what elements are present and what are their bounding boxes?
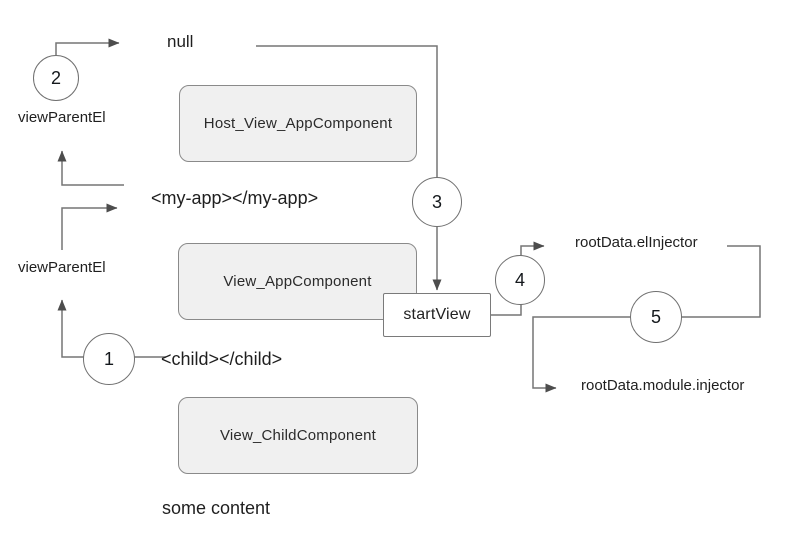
box-host-view-appcomponent-label: Host_View_AppComponent [203,115,393,132]
box-view-appcomponent-label: View_AppComponent [223,273,372,290]
step-circle-4: 4 [495,255,545,305]
step-circle-3-label: 3 [431,191,442,212]
label-null: null [167,32,194,51]
connector-step2-to-null [55,38,120,56]
connector-viewparentel-middle-to-myapp [61,203,118,250]
box-view-childcomponent-label: View_ChildComponent [219,427,377,444]
step-circle-1: 1 [83,333,135,385]
box-view-childcomponent: View_ChildComponent [178,397,418,474]
label-rootdata-module-injector: rootData.module.injector [581,377,745,394]
box-host-view-appcomponent: Host_View_AppComponent [179,85,417,162]
step-circle-2-label: 2 [50,67,61,88]
label-viewparentel-middle: viewParentEl [18,259,106,276]
box-view-appcomponent: View_AppComponent [178,243,417,320]
box-startview: startView [383,293,491,337]
step-circle-3: 3 [412,177,462,227]
step-circle-2: 2 [33,55,79,101]
label-rootdata-elinjector: rootData.elInjector [575,234,698,251]
label-viewparentel-top: viewParentEl [18,109,106,126]
step-circle-5: 5 [630,291,682,343]
label-some-content: some content [162,498,271,518]
step-circle-4-label: 4 [514,269,525,290]
label-my-app-tag: <my-app></my-app> [151,188,319,208]
step-circle-1-label: 1 [103,348,114,369]
label-child-tag: <child></child> [161,349,283,369]
connector-myapp-to-viewparentel-top [57,150,124,186]
step-circle-5-label: 5 [650,306,661,327]
box-startview-label: startView [403,306,471,323]
